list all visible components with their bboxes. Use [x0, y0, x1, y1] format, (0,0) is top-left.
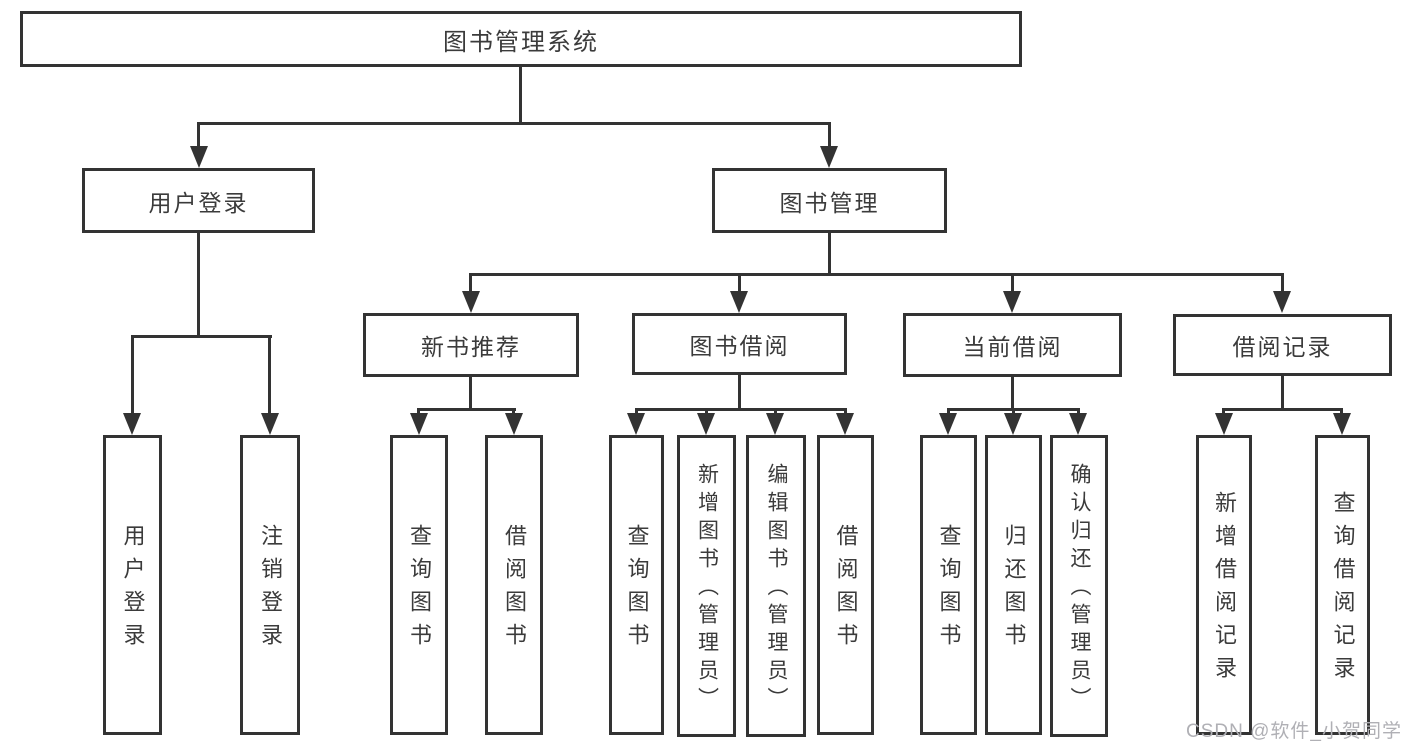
arrow-down-icon — [939, 413, 957, 435]
arrow-down-icon — [123, 413, 141, 435]
node-leaf-edit-books-admin: 编辑图书（管理员） — [746, 435, 806, 737]
watermark: CSDN @软件_小贺同学 — [1186, 721, 1402, 742]
node-leaf-confirm-return-admin: 确认归还（管理员） — [1050, 435, 1108, 737]
node-label: 确认归还（管理员） — [1068, 462, 1091, 715]
connector-line — [1222, 408, 1343, 411]
arrow-down-icon — [1003, 291, 1021, 313]
arrow-down-icon — [766, 413, 784, 435]
node-library-management-system: 图书管理系统 — [20, 11, 1022, 67]
node-label: 图书管理 — [779, 189, 880, 216]
node-label: 用户登录 — [120, 523, 146, 656]
node-label: 借阅图书 — [833, 523, 859, 656]
connector-line — [131, 335, 134, 417]
node-label: 借阅图书 — [502, 523, 527, 656]
node-label: 用户登录 — [148, 189, 249, 216]
node-label: 查询借阅记录 — [1330, 490, 1356, 689]
node-label: 编辑图书（管理员） — [765, 462, 788, 715]
connector-line — [268, 335, 271, 417]
node-label: 查询图书 — [407, 523, 432, 656]
node-leaf-query-books-borrowing: 查询图书 — [609, 435, 664, 735]
node-leaf-return-books: 归还图书 — [985, 435, 1042, 735]
connector-line — [635, 408, 847, 411]
connector-line — [197, 122, 200, 150]
connector-line — [828, 233, 831, 276]
node-leaf-add-books-admin: 新增图书（管理员） — [677, 435, 736, 737]
node-borrowing-records: 借阅记录 — [1173, 314, 1392, 376]
node-label: 查询图书 — [624, 523, 650, 656]
node-leaf-borrow-books-borrowing: 借阅图书 — [817, 435, 874, 735]
connector-line — [469, 377, 472, 410]
node-user-login: 用户登录 — [82, 168, 315, 233]
arrow-down-icon — [836, 413, 854, 435]
connector-line — [1011, 273, 1014, 293]
arrow-down-icon — [261, 413, 279, 435]
connector-line — [738, 375, 741, 410]
arrow-down-icon — [1004, 413, 1022, 435]
node-leaf-query-books-recommend: 查询图书 — [390, 435, 448, 735]
connector-line — [1281, 376, 1284, 410]
node-label: 图书借阅 — [689, 333, 790, 359]
connector-line — [738, 273, 741, 293]
arrow-down-icon — [462, 291, 480, 313]
connector-line — [131, 335, 272, 338]
node-leaf-query-borrow-record: 查询借阅记录 — [1315, 435, 1370, 735]
node-book-borrowing: 图书借阅 — [632, 313, 847, 375]
connector-line — [469, 273, 472, 293]
node-label: 新书推荐 — [421, 334, 521, 360]
node-leaf-query-books-current: 查询图书 — [920, 435, 977, 735]
connector-line — [828, 122, 831, 150]
arrow-down-icon — [1333, 413, 1351, 435]
node-new-book-recommendation: 新书推荐 — [363, 313, 579, 377]
arrow-down-icon — [190, 146, 208, 168]
node-label: 新增图书（管理员） — [695, 462, 719, 715]
arrow-down-icon — [820, 146, 838, 168]
node-label: 归还图书 — [1001, 523, 1027, 656]
arrow-down-icon — [505, 413, 523, 435]
node-leaf-add-borrow-record: 新增借阅记录 — [1196, 435, 1252, 735]
arrow-down-icon — [697, 413, 715, 435]
node-label: 图书管理系统 — [443, 28, 599, 56]
node-leaf-borrow-books-recommend: 借阅图书 — [485, 435, 543, 735]
node-label: 借阅记录 — [1232, 334, 1333, 360]
connector-line — [417, 408, 516, 411]
node-label: 新增借阅记录 — [1212, 490, 1237, 689]
connector-line — [197, 233, 200, 337]
arrow-down-icon — [627, 413, 645, 435]
node-current-borrowing: 当前借阅 — [903, 313, 1122, 377]
node-leaf-user-login: 用户登录 — [103, 435, 162, 735]
connector-line — [469, 273, 1283, 276]
node-label: 注销登录 — [258, 523, 283, 656]
arrow-down-icon — [730, 291, 748, 313]
arrow-down-icon — [1215, 413, 1233, 435]
connector-line — [1281, 273, 1284, 293]
arrow-down-icon — [410, 413, 428, 435]
node-label: 查询图书 — [936, 523, 962, 656]
node-label: 当前借阅 — [962, 334, 1063, 360]
arrow-down-icon — [1069, 413, 1087, 435]
connector-line — [1011, 377, 1014, 410]
connector-line — [519, 67, 522, 124]
node-leaf-logout: 注销登录 — [240, 435, 300, 735]
connector-line — [197, 122, 831, 125]
node-book-management: 图书管理 — [712, 168, 947, 233]
arrow-down-icon — [1273, 291, 1291, 313]
